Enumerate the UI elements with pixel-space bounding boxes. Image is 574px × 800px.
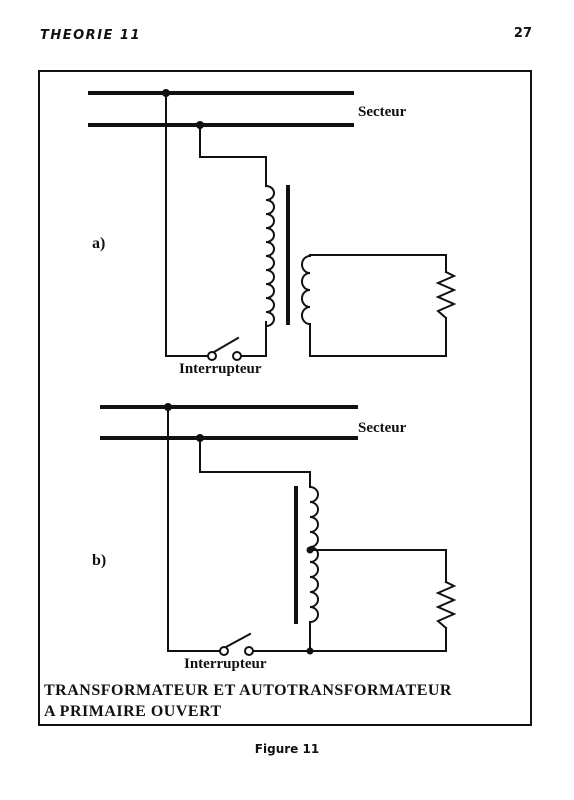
caption-line: TRANSFORMATEUR ET AUTOTRANSFORMATEUR bbox=[44, 682, 452, 699]
primary-wire bbox=[199, 124, 267, 187]
diagram-label: b) bbox=[92, 552, 106, 569]
primary-wire bbox=[250, 627, 447, 652]
diagram-b-circuit bbox=[100, 403, 457, 656]
switch-contact bbox=[207, 351, 217, 361]
figure-caption: TRANSFORMATEUR ET AUTOTRANSFORMATEUR A P… bbox=[44, 680, 452, 722]
switch-contact bbox=[244, 646, 254, 656]
switch-blade bbox=[212, 336, 240, 354]
load-resistor bbox=[435, 270, 457, 320]
switch-label: Interrupteur bbox=[179, 361, 262, 377]
primary-wire bbox=[238, 321, 267, 357]
chapter-title: THEORIE 11 bbox=[40, 28, 142, 43]
secondary-wire bbox=[309, 317, 447, 357]
switch-contact bbox=[219, 646, 229, 656]
diagram-a-circuit bbox=[88, 89, 457, 361]
switch-label: Interrupteur bbox=[184, 656, 267, 672]
secondary-coil bbox=[301, 254, 312, 326]
junction-dot bbox=[306, 647, 314, 655]
load-resistor bbox=[435, 580, 457, 630]
primary-wire bbox=[167, 406, 223, 652]
switch-contact bbox=[232, 351, 242, 361]
switch-blade bbox=[224, 632, 252, 649]
primary-coil bbox=[264, 184, 275, 328]
mains-label: Secteur bbox=[358, 420, 407, 436]
diagram-label: a) bbox=[92, 235, 105, 252]
page-number: 27 bbox=[513, 26, 532, 41]
mains-label: Secteur bbox=[358, 104, 407, 120]
primary-wire bbox=[199, 437, 311, 488]
figure-number: Figure 11 bbox=[254, 742, 320, 756]
caption-line: A PRIMAIRE OUVERT bbox=[44, 703, 222, 720]
tap-wire bbox=[309, 549, 447, 583]
primary-wire bbox=[165, 92, 208, 357]
figure-frame bbox=[38, 70, 532, 726]
secondary-wire bbox=[309, 254, 447, 273]
autotransformer-coil bbox=[308, 485, 319, 624]
